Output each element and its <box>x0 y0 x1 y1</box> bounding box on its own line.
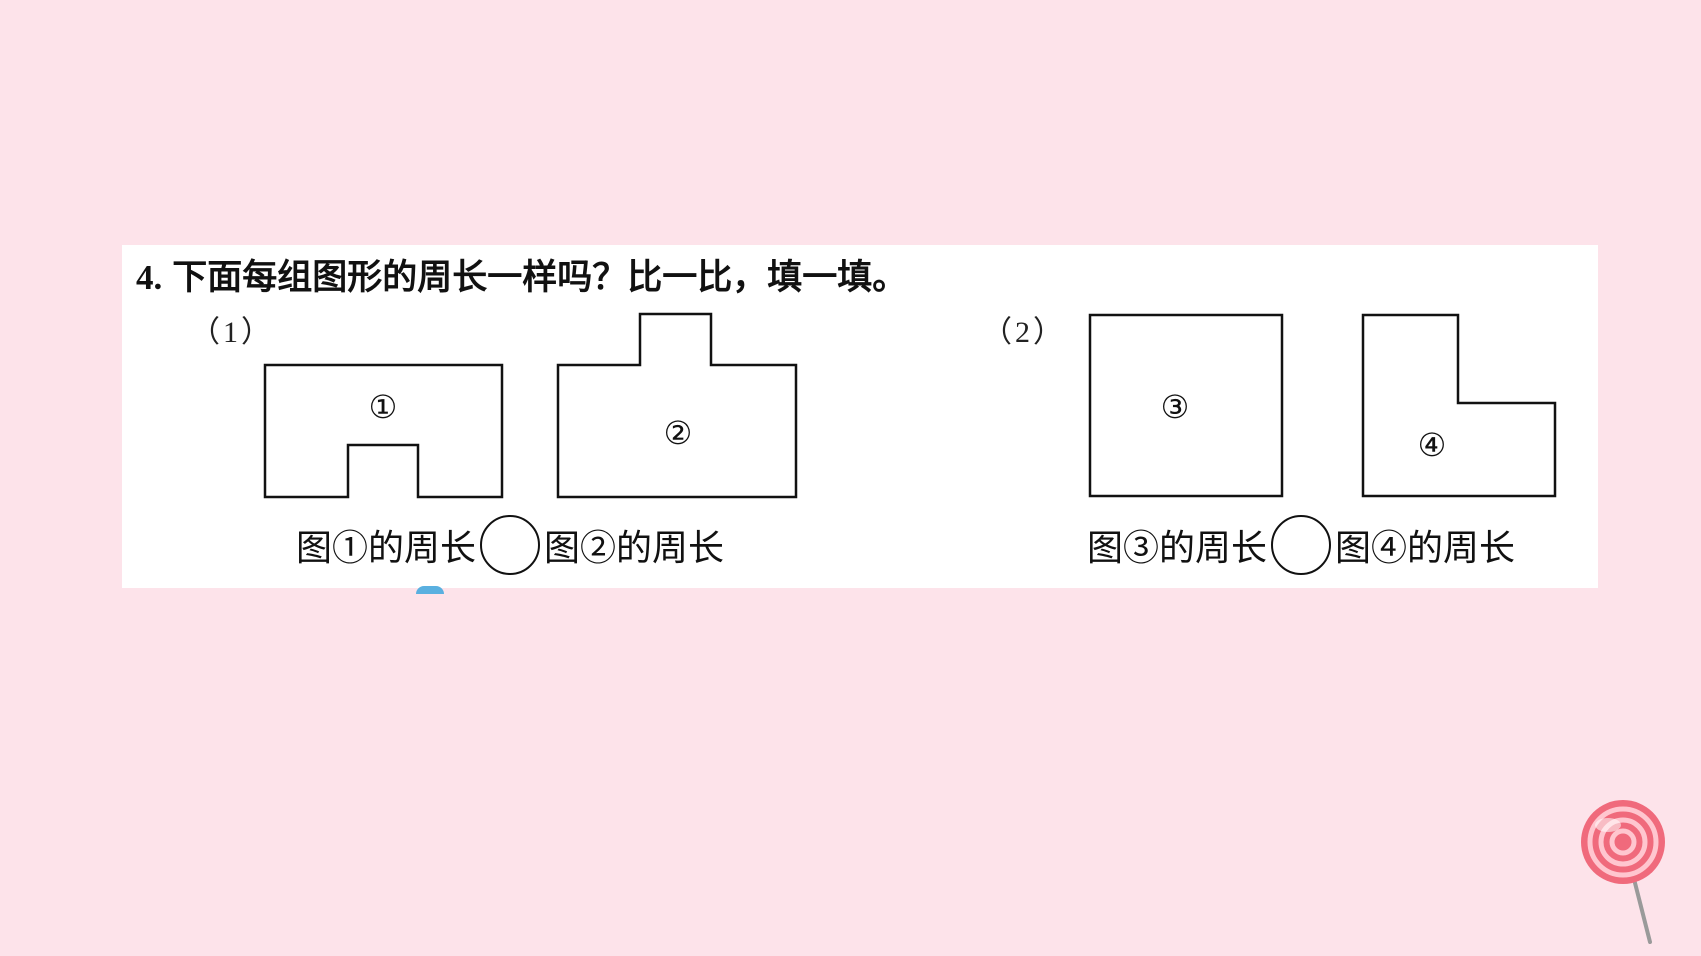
shape-4 <box>1361 313 1557 498</box>
compare-1-answer-circle[interactable] <box>480 515 541 575</box>
question-text: 下面每组图形的周长一样吗？比一比，填一填。 <box>172 258 908 298</box>
compare-2-right: 图④的周长 <box>1335 528 1516 569</box>
lollipop-pin-icon <box>1581 800 1665 944</box>
question-panel: 4.下面每组图形的周长一样吗？比一比，填一填。 （1） （2） ① ② ③ ④ … <box>122 245 1598 588</box>
shape-2 <box>556 312 798 499</box>
question-number: 4. <box>136 258 163 297</box>
shape-2-number: ② <box>663 414 693 452</box>
part-2-label: （2） <box>982 316 1066 349</box>
decorative-blue-dot <box>416 586 444 594</box>
compare-row-1: 图①的周长 图②的周长 <box>296 515 724 575</box>
question-title: 4.下面每组图形的周长一样吗？比一比，填一填。 <box>136 249 907 300</box>
shape-3 <box>1088 313 1284 498</box>
shape-1-number: ① <box>368 388 398 426</box>
shape-3-number: ③ <box>1160 388 1190 426</box>
part-1-label: （1） <box>190 316 274 349</box>
compare-1-left: 图①的周长 <box>296 528 477 569</box>
compare-1-right: 图②的周长 <box>544 528 725 569</box>
shape-1 <box>263 363 504 499</box>
compare-2-answer-circle[interactable] <box>1271 515 1332 575</box>
shape-4-number: ④ <box>1417 426 1447 464</box>
shapes-canvas <box>263 312 1557 499</box>
compare-row-2: 图③的周长 图④的周长 <box>1087 515 1515 575</box>
compare-2-left: 图③的周长 <box>1087 528 1268 569</box>
